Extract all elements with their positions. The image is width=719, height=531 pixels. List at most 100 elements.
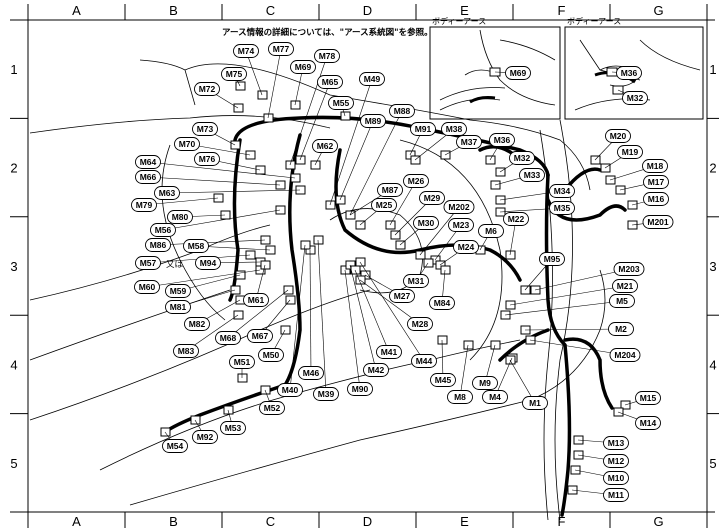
- leader-line: [289, 55, 328, 166]
- connector-id: M69: [510, 68, 527, 78]
- leader-line: [339, 120, 374, 201]
- connector-id: M29: [424, 193, 441, 203]
- connector-label-m70: M70: [174, 137, 200, 151]
- connector-id: M40: [282, 385, 299, 395]
- connector-body: [230, 285, 241, 295]
- connector-id: M92: [197, 432, 214, 442]
- connector-body: [213, 193, 224, 203]
- connector-label-m16: M16: [643, 192, 669, 206]
- connector-id: M1: [529, 398, 541, 408]
- connector-body: [275, 205, 286, 215]
- connector-id: M10: [608, 473, 625, 483]
- connector-label-m54: M54: [162, 439, 188, 453]
- leader-line: [359, 279, 421, 325]
- connector-label-m17: M17: [643, 175, 669, 189]
- connector-id: M26: [408, 176, 425, 186]
- column-label: A: [72, 514, 81, 529]
- connector-label-m4: M4: [482, 390, 508, 404]
- column-label: E: [460, 3, 469, 18]
- connector-label-m14: M14: [635, 416, 661, 430]
- connector-label-m53: M53: [220, 421, 246, 435]
- leader-line: [349, 264, 377, 371]
- connector-body: [260, 260, 271, 270]
- connector-label-m80: M80: [167, 210, 193, 224]
- row-label: 3: [709, 259, 716, 274]
- leader-line: [504, 300, 623, 316]
- connector-id: M41: [381, 347, 398, 357]
- leader-line: [245, 50, 263, 96]
- header-note: アース情報の詳細については、"アース系統図"を参照。: [222, 28, 433, 38]
- connector-body: [160, 427, 171, 437]
- connector-body: [340, 111, 351, 121]
- leader-line: [529, 339, 626, 356]
- connector-label-m20: M20: [605, 129, 631, 143]
- connector-id: M62: [317, 141, 334, 151]
- connector-id: M50: [263, 350, 280, 360]
- connector-id: M89: [365, 116, 382, 126]
- connector-label-m51: M51: [229, 355, 255, 369]
- connector-id: M36: [494, 135, 511, 145]
- connector-body: [285, 160, 296, 170]
- connector-body: [230, 140, 241, 150]
- connector-label-m46: M46: [298, 366, 324, 380]
- connector-id: M70: [179, 139, 196, 149]
- connector-id: M202: [448, 202, 470, 212]
- connector-label-m2: M2: [608, 322, 634, 336]
- row-label: 3: [10, 259, 17, 274]
- column-label: D: [363, 3, 372, 18]
- connector-label-m66: M66: [135, 170, 161, 184]
- connector-label-m40: M40: [277, 383, 303, 397]
- connector-label-m89: M89: [360, 114, 386, 128]
- connector-body: [485, 155, 496, 165]
- connector-label-m33: M33: [519, 168, 545, 182]
- connector-id: M61: [248, 295, 265, 305]
- connector-id: M52: [264, 403, 281, 413]
- connector-body: [310, 160, 321, 170]
- row-label: 5: [10, 456, 17, 471]
- connector-id: M55: [333, 98, 350, 108]
- leader-line: [419, 206, 460, 256]
- connector-body: [520, 285, 531, 295]
- connector-id: M16: [648, 194, 665, 204]
- connector-label-m76: M76: [194, 152, 220, 166]
- connector-id: M11: [608, 490, 624, 500]
- column-label: B: [169, 514, 178, 529]
- connector-id: M45: [435, 375, 452, 385]
- connector-label-m25: M25: [371, 198, 397, 212]
- connector-label-m83: M83: [173, 344, 199, 358]
- connector-id: M17: [648, 177, 665, 187]
- leader-line: [157, 239, 266, 246]
- connector-body: [505, 355, 516, 365]
- connector-id: M68: [220, 333, 237, 343]
- connector-body: [300, 240, 311, 250]
- connector-label-m24: M24: [453, 240, 479, 254]
- connector-id: M28: [412, 319, 429, 329]
- connector-label-m88: M88: [389, 104, 415, 118]
- column-label: C: [266, 514, 275, 529]
- connector-id: M39: [318, 389, 335, 399]
- connector-label-m11: M11: [603, 488, 629, 502]
- connector-label-m201: M201: [642, 215, 674, 229]
- connector-label-m27: M27: [389, 289, 415, 303]
- connector-label-m50: M50: [258, 348, 284, 362]
- connector-id: M64: [140, 157, 157, 167]
- column-label: C: [266, 3, 275, 18]
- connector-id: M81: [170, 302, 187, 312]
- connector-id: M4: [489, 392, 501, 402]
- connector-label-m41: M41: [376, 345, 402, 359]
- connector-body: [223, 405, 234, 415]
- connector-label-m9: M9: [472, 376, 498, 390]
- connector-label-m87: M87: [377, 183, 403, 197]
- leader-line: [524, 328, 622, 331]
- connector-label-m75: M75: [221, 67, 247, 81]
- connector-id: M32: [627, 93, 644, 103]
- leader-line: [147, 161, 296, 179]
- connector-label-m203: M203: [613, 262, 645, 276]
- connector-id: M73: [197, 124, 214, 134]
- connector-label-m10: M10: [603, 471, 629, 485]
- column-label: G: [653, 3, 663, 18]
- connector-id: M20: [610, 131, 627, 141]
- connector-label-m6: M6: [478, 224, 504, 238]
- leader-line: [509, 359, 536, 404]
